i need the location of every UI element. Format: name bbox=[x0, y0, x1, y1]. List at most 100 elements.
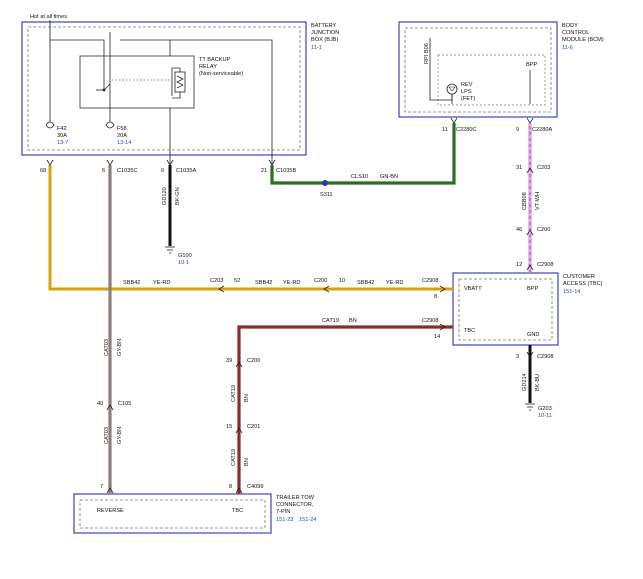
trailer-inner-frame bbox=[79, 499, 266, 529]
bcm-inner-frame bbox=[404, 27, 552, 113]
trailer-outer-frame bbox=[73, 493, 272, 534]
c2908-gnd-arrow-icon bbox=[526, 351, 534, 358]
c2908-arrow-icon bbox=[439, 285, 446, 293]
connector-c2280c: C2280C bbox=[456, 127, 477, 133]
bjb-inner-frame bbox=[27, 26, 301, 151]
wire-bkgn-label: BK-GN bbox=[175, 187, 181, 205]
pin-8-trailer: 8 bbox=[229, 484, 232, 490]
tbc-bpp-label: BPP bbox=[527, 286, 538, 292]
connector-c200-top: C200 bbox=[537, 227, 550, 233]
bcm-name-line1: BODY bbox=[562, 23, 578, 29]
wire-cls10 bbox=[270, 123, 456, 185]
tbc-gnd-label: GND bbox=[527, 332, 539, 338]
pin-6-f58: 6 bbox=[102, 168, 105, 174]
bjb-pin21-arrow-icon bbox=[268, 159, 276, 166]
pin-52: 52 bbox=[234, 278, 240, 284]
c200-arrow-icon bbox=[323, 285, 330, 293]
wire-cat19-v2-label: CAT19 bbox=[231, 449, 237, 466]
wire-bn-v2-label: BN bbox=[244, 458, 250, 466]
bcm-bpp-label: BPP bbox=[526, 62, 537, 68]
fuse-f58-icon bbox=[105, 121, 115, 129]
fet-label-line3: (FET) bbox=[461, 96, 475, 102]
relay-feed-bus bbox=[50, 39, 105, 90]
fuse-f58-name: F58 bbox=[117, 126, 127, 132]
hot-at-all-times-label: Hot at all times bbox=[30, 14, 67, 20]
tbc-inner-frame bbox=[458, 278, 553, 341]
fuse-f42-icon bbox=[45, 121, 55, 129]
relay-name-line3: (Non-serviceable) bbox=[199, 71, 243, 77]
c201-arrow-icon bbox=[235, 427, 243, 434]
connector-c203-left: C203 bbox=[210, 278, 223, 284]
bjb-ref: 11-1 bbox=[311, 45, 322, 51]
bjb-name-line3: BOX (BJB) bbox=[311, 37, 338, 43]
bcm-fet-frame bbox=[437, 54, 546, 106]
tt-backup-relay bbox=[79, 55, 195, 109]
c203-top-arrow-icon bbox=[526, 167, 534, 174]
wire-gd214-label: GD214 bbox=[522, 373, 528, 391]
tbc-name-line1: CUSTOMER bbox=[563, 274, 595, 280]
trailer-ref-2: 151-24 bbox=[299, 517, 316, 523]
pin-39: 39 bbox=[226, 358, 232, 364]
trailer-reverse-label: REVERSE bbox=[97, 508, 124, 514]
ground-g203-label: G203 bbox=[538, 406, 552, 412]
connector-c2908-tbc: C2908 bbox=[422, 318, 438, 324]
splice-s311-icon bbox=[322, 180, 328, 186]
bcm-outer-frame bbox=[398, 21, 558, 118]
wire-cat19-v1-label: CAT19 bbox=[231, 385, 237, 402]
tbc-outer-frame bbox=[452, 272, 559, 346]
connector-c1035b: C1035B bbox=[276, 168, 296, 174]
bcm-pin11-arrow-icon bbox=[450, 117, 458, 124]
bcm-name-line2: CONTROL bbox=[562, 30, 589, 36]
trailer-tbc-arrow-icon bbox=[235, 487, 243, 494]
pin-7: 7 bbox=[100, 484, 103, 490]
relay-coil-winding bbox=[176, 75, 184, 89]
bjb-name-line2: JUNCTION bbox=[311, 30, 339, 36]
bjb-relay-arrow-icon bbox=[166, 159, 174, 166]
c203-arrow-icon bbox=[218, 285, 225, 293]
wire-vtwh-label: VT-WH bbox=[535, 192, 541, 210]
connector-c2908-gnd: C2908 bbox=[537, 354, 553, 360]
tbc-name-line2: ACCESS (TBC) bbox=[563, 281, 603, 287]
pin-12: 12 bbox=[516, 262, 522, 268]
pin-40: 40 bbox=[97, 401, 103, 407]
connector-c1035a: C1035A bbox=[176, 168, 196, 174]
trailer-name-line2: CONNECTOR, bbox=[276, 502, 314, 508]
connector-c4099: C4099 bbox=[247, 484, 263, 490]
pin-6-relay: 6 bbox=[161, 168, 164, 174]
tbc-ref: 151-14 bbox=[563, 289, 580, 295]
trailer-ref-1: 151-23 bbox=[276, 517, 293, 523]
bcm-rpi-line bbox=[429, 38, 453, 101]
relay-name-line1: TT BACKUP bbox=[199, 57, 231, 63]
trailer-name-line3: 7-PIN bbox=[276, 509, 290, 515]
body-control-module bbox=[398, 21, 558, 118]
fuse-f42-ref: 13-7 bbox=[57, 140, 68, 146]
pin-21: 21 bbox=[261, 168, 267, 174]
pin-68: 68 bbox=[40, 168, 46, 174]
fet-label-line1: REV bbox=[461, 82, 473, 88]
trailer-tbc-label: TBC bbox=[232, 508, 243, 514]
ground-g100-label: G100 bbox=[178, 253, 192, 259]
c105-arrow-icon bbox=[106, 404, 114, 411]
connector-c201: C201 bbox=[247, 424, 260, 430]
c2908-top-arrow-icon bbox=[526, 264, 534, 271]
bcm-rpi-label: RPI B06 bbox=[424, 43, 430, 64]
wire-gybn-label-1: GY-BN bbox=[117, 339, 123, 356]
wire-bn-label: BN bbox=[349, 318, 357, 324]
wire-sbb42-label-1: SBB42 bbox=[123, 280, 140, 286]
wire-sbb42-yellow bbox=[48, 165, 453, 291]
pin-8-vbatt: 8 bbox=[434, 294, 437, 300]
wire-yerd-label-2: YE-RD bbox=[283, 280, 300, 286]
fet-diode-icon bbox=[448, 86, 456, 92]
bjb-outer-frame bbox=[21, 21, 307, 156]
fuse-f58-ref: 13-14 bbox=[117, 140, 131, 146]
wire-gnbn-label: GN-BN bbox=[380, 174, 398, 180]
pin-46: 46 bbox=[516, 227, 522, 233]
battery-junction-box bbox=[21, 21, 307, 156]
wire-cat03-label-1: CAT03 bbox=[104, 339, 110, 356]
wire-sbb42-label-3: SBB42 bbox=[357, 280, 374, 286]
connector-c200-mid: C200 bbox=[314, 278, 327, 284]
pin-31: 31 bbox=[516, 165, 522, 171]
customer-access-tbc bbox=[452, 272, 559, 346]
pin-11: 11 bbox=[442, 127, 448, 133]
